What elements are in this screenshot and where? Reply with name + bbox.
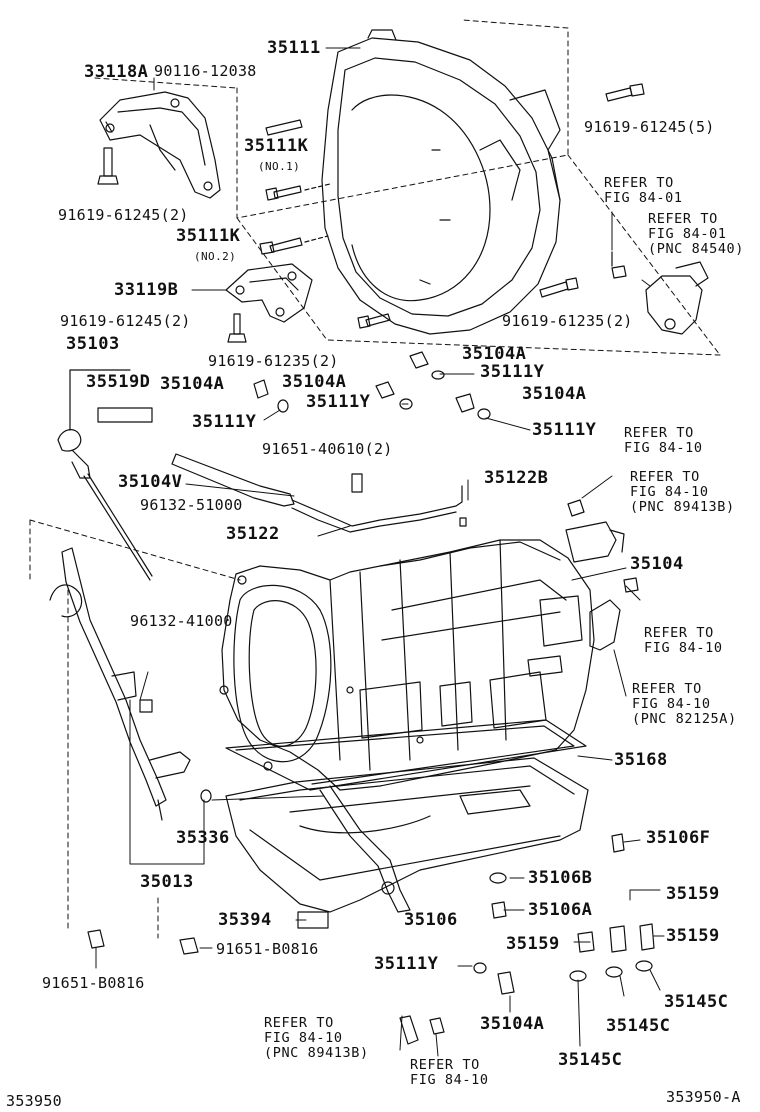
label-91651-40610-2: 91651-40610(2) bbox=[262, 440, 393, 458]
label-91651-b0816-left: 91651-B0816 bbox=[42, 974, 145, 992]
solenoid-sensor-drawing bbox=[565, 499, 639, 651]
label-35111y-top: 35111Y bbox=[480, 362, 545, 382]
label-35106b: 35106B bbox=[528, 868, 593, 888]
diagram-code-right: 353950-A bbox=[666, 1088, 741, 1106]
label-35104a-bottom: 35104A bbox=[480, 1014, 545, 1034]
label-35145c-bottom: 35145C bbox=[558, 1050, 623, 1070]
label-35104a-left: 35104A bbox=[160, 374, 225, 394]
label-91619-61245-2-mid: 91619-61245(2) bbox=[60, 312, 191, 330]
small-bolts-drawing bbox=[227, 83, 645, 343]
refer-to-fig-84-10-pnc-89413b-bottom: REFER TO FIG 84-10 (PNC 89413B) bbox=[264, 1015, 369, 1061]
bolt-drawing bbox=[97, 147, 119, 185]
label-90116-12038: 90116-12038 bbox=[154, 62, 257, 80]
dipstick-reference-lines bbox=[29, 519, 241, 939]
breather-hose-and-pipe-drawing bbox=[171, 453, 467, 533]
label-33119b: 33119B bbox=[114, 280, 179, 300]
leader-lines bbox=[95, 47, 665, 1057]
stud-drawing bbox=[265, 119, 303, 136]
label-91619-61245-5: 91619-61245(5) bbox=[584, 118, 715, 136]
label-35111y-mid: 35111Y bbox=[306, 392, 371, 412]
dipstick-drawing bbox=[57, 369, 153, 581]
drain-plugs-and-fittings-drawing bbox=[87, 833, 655, 1045]
label-35519d: 35519D bbox=[86, 372, 151, 392]
label-35111y-left: 35111Y bbox=[192, 412, 257, 432]
label-35104a-mid: 35104A bbox=[282, 372, 347, 392]
label-35111y-bottom: 35111Y bbox=[374, 954, 439, 974]
label-35122b: 35122B bbox=[484, 468, 549, 488]
label-91619-61235-2-right: 91619-61235(2) bbox=[502, 312, 633, 330]
label-35336: 35336 bbox=[176, 828, 230, 848]
speed-sensor-drawing bbox=[611, 251, 709, 335]
label-91619-61235-2-left: 91619-61235(2) bbox=[208, 352, 339, 370]
label-35013: 35013 bbox=[140, 872, 194, 892]
label-35106f: 35106F bbox=[646, 828, 711, 848]
refer-to-fig-84-10-c: REFER TO FIG 84-10 bbox=[410, 1057, 489, 1088]
label-91619-61245-2-top: 91619-61245(2) bbox=[58, 206, 189, 224]
diagram-code-left: 353950 bbox=[6, 1092, 62, 1110]
bracket-33118a-drawing bbox=[99, 91, 221, 199]
oil-pan-drawing bbox=[225, 757, 589, 913]
label-35111k-no2: 35111K bbox=[176, 226, 241, 246]
refer-to-fig-84-01-a: REFER TO FIG 84-01 bbox=[604, 175, 683, 206]
bracket-33119b-drawing bbox=[225, 263, 313, 323]
label-35106: 35106 bbox=[404, 910, 458, 930]
label-35168: 35168 bbox=[614, 750, 668, 770]
label-35159-left: 35159 bbox=[506, 934, 560, 954]
refer-to-fig-84-10-a: REFER TO FIG 84-10 bbox=[624, 425, 703, 456]
label-35145c-right: 35145C bbox=[664, 992, 729, 1012]
label-35104: 35104 bbox=[630, 554, 684, 574]
filler-tube-drawing bbox=[49, 547, 212, 821]
bolts-35111k-drawing bbox=[259, 183, 331, 255]
oil-pan-gasket-drawing bbox=[225, 719, 587, 791]
bell-housing-drawing bbox=[321, 29, 561, 335]
refer-to-fig-84-10-pnc-89413b-top: REFER TO FIG 84-10 (PNC 89413B) bbox=[630, 469, 735, 515]
label-35122: 35122 bbox=[226, 524, 280, 544]
label-96132-41000: 96132-41000 bbox=[130, 612, 233, 630]
refer-to-fig-84-10-b: REFER TO FIG 84-10 bbox=[644, 625, 723, 656]
label-96132-51000: 96132-51000 bbox=[140, 496, 243, 514]
label-35145c-mid: 35145C bbox=[606, 1016, 671, 1036]
refer-to-fig-84-10-pnc-82125a: REFER TO FIG 84-10 (PNC 82125A) bbox=[632, 681, 737, 727]
refer-to-fig-84-01-pnc-84540: REFER TO FIG 84-01 (PNC 84540) bbox=[648, 211, 745, 257]
label-35104a-top: 35104A bbox=[462, 344, 527, 364]
label-35394: 35394 bbox=[218, 910, 272, 930]
label-35159-right: 35159 bbox=[666, 926, 720, 946]
label-33118a: 33118A bbox=[84, 62, 149, 82]
label-35103: 35103 bbox=[66, 334, 120, 354]
label-35159-top: 35159 bbox=[666, 884, 720, 904]
transmission-case-drawing bbox=[219, 539, 595, 791]
label-91651-b0816-center: 91651-B0816 bbox=[216, 940, 319, 958]
label-35104a-right: 35104A bbox=[522, 384, 587, 404]
label-35106a: 35106A bbox=[528, 900, 593, 920]
label-35111y-right: 35111Y bbox=[532, 420, 597, 440]
label-35111k-no1: 35111K bbox=[244, 136, 309, 156]
label-35111k-no2-note: (NO.2) bbox=[194, 250, 237, 263]
label-35111k-no1-note: (NO.1) bbox=[258, 160, 301, 173]
label-35111: 35111 bbox=[267, 38, 321, 58]
label-35104v: 35104V bbox=[118, 472, 183, 492]
plugs-and-o-rings-drawing bbox=[253, 351, 491, 493]
